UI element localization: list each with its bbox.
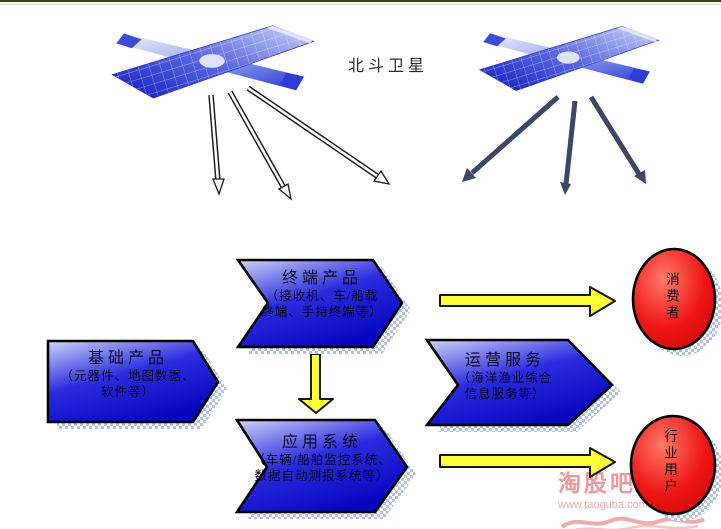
signal-arrows-left bbox=[208, 85, 391, 201]
watermark-url: www.taoguba.com.cn bbox=[558, 499, 663, 511]
operation-service-sub2: 信息服务等） bbox=[464, 386, 546, 401]
chevron-shape-icon bbox=[235, 258, 411, 354]
application-system-sub2: 数据自动测报系统等） bbox=[254, 468, 390, 483]
flow-arrow-application-to-industry bbox=[439, 447, 616, 478]
consumer-endpoint: 消费者 bbox=[628, 244, 721, 362]
arrow-head-icon bbox=[634, 170, 646, 184]
application-system-title: 应用系统 bbox=[281, 434, 362, 451]
consumer-label: 消费者 bbox=[664, 272, 679, 322]
application-system-shape: 应用系统 （车辆/船舶监控系统、 数据自动测报系统等） bbox=[227, 414, 419, 522]
pentagon-shape-icon bbox=[46, 339, 227, 429]
industry-user-label: 行业用户 bbox=[662, 429, 677, 495]
basic-product-sub2: 软件等） bbox=[100, 384, 155, 399]
chevron-shape-icon bbox=[424, 338, 621, 432]
arrow-head-icon bbox=[212, 178, 225, 196]
chevron-shape-icon bbox=[234, 418, 416, 519]
operation-service-sub1: （海洋渔业综合 bbox=[457, 371, 553, 385]
terminal-product-title: 终端产品 bbox=[281, 270, 362, 287]
satellite-icon-left bbox=[111, 25, 315, 99]
terminal-product-sub2: 终端、手持终端等） bbox=[261, 304, 383, 319]
ellipse-shape-icon bbox=[629, 414, 721, 521]
operation-service-shape: 运营服务 （海洋渔业综合 信息服务等） bbox=[417, 334, 623, 434]
satellite-icon-right bbox=[479, 25, 660, 92]
top-border-line bbox=[0, 0, 721, 2]
ellipse-shape-icon bbox=[631, 247, 721, 356]
flow-arrow-terminal-to-consumer bbox=[439, 286, 616, 317]
application-system-sub1: （车辆/船舶监控系统、 bbox=[252, 453, 392, 467]
arrow-head-icon bbox=[560, 182, 571, 195]
basic-product-title: 基础产品 bbox=[87, 350, 168, 367]
operation-service-title: 运营服务 bbox=[464, 352, 545, 369]
signal-arrows-right bbox=[462, 95, 646, 195]
satellite-caption: 北斗卫星 bbox=[348, 58, 429, 75]
flow-arrow-terminal-to-application bbox=[298, 353, 334, 414]
arrow-head-icon bbox=[372, 169, 391, 185]
basic-product-shape: 基础产品 （元器件、地图数据、 软件等） bbox=[38, 335, 230, 433]
arrow-head-icon bbox=[462, 168, 476, 182]
terminal-product-sub1: （接收机、车/船载 bbox=[265, 289, 379, 303]
arrow-head-icon bbox=[277, 182, 292, 201]
industry-user-endpoint: 行业用户 bbox=[626, 410, 721, 526]
flow-arrows bbox=[298, 286, 616, 478]
top-accent-line bbox=[0, 3, 721, 5]
basic-product-sub1: （元器件、地图数据、 bbox=[60, 369, 196, 383]
terminal-product-shape: 终端产品 （接收机、车/船载 终端、手持终端等） bbox=[228, 254, 416, 356]
